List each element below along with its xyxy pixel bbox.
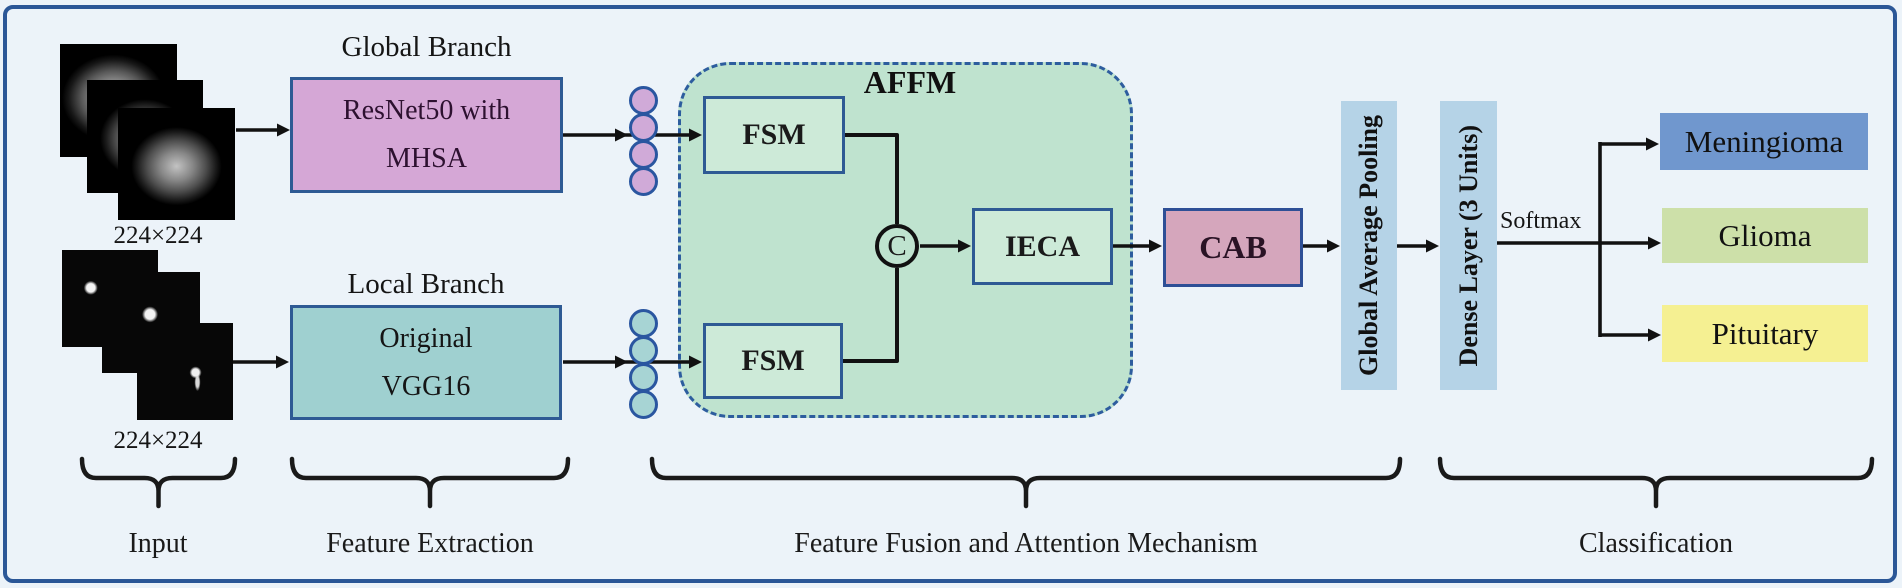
class-box-pituitary: Pituitary (1662, 305, 1868, 362)
resnet-box-line1: ResNet50 with (342, 95, 511, 126)
vgg-box-line2: VGG16 (381, 370, 471, 402)
global-input-size-label: 224×224 (113, 222, 203, 249)
arrowhead-features-to-fsm-top (689, 128, 702, 142)
mask-image-local-3 (137, 323, 233, 420)
mri-image-global-3 (118, 108, 235, 220)
arrowhead-to-glioma (1648, 236, 1661, 250)
softmax-label: Softmax (1500, 208, 1582, 234)
stage-label-input: Input (128, 528, 188, 559)
global-average-pooling-bar: Global Average Pooling (1341, 101, 1397, 390)
global-feature-circle-1 (629, 86, 658, 115)
arrowhead-ieca-to-cab (1149, 239, 1162, 253)
local-input-size-label: 224×224 (113, 427, 203, 454)
stage-label-classification: Classification (1579, 528, 1733, 559)
arrowhead-to-pituitary (1648, 328, 1661, 342)
class-box-glioma: Glioma (1662, 208, 1868, 263)
arrowhead-gap-to-dense (1426, 239, 1439, 253)
line-fsm-bottom-to-concat (843, 268, 899, 363)
class-box-meningioma: Meningioma (1660, 113, 1868, 170)
arrowhead-cab-to-gap (1327, 239, 1340, 253)
dense-layer-bar: Dense Layer (3 Units) (1440, 101, 1497, 390)
global-feature-circle-3 (629, 140, 658, 169)
resnet-mhsa-box: ResNet50 with MHSA (290, 77, 563, 193)
local-feature-circle-3 (629, 363, 658, 392)
affm-title: AFFM (863, 64, 957, 100)
brace-feature-extraction (289, 456, 571, 509)
stage-label-feature-fusion-attention: Feature Fusion and Attention Mechanism (794, 528, 1258, 559)
arrowhead-resnet-to-features (615, 128, 628, 142)
local-feature-circle-4 (629, 390, 658, 419)
line-fsm-top-to-concat (845, 133, 899, 224)
resnet-box-line2: MHSA (386, 143, 467, 174)
fsm-top-box: FSM (703, 96, 845, 174)
global-feature-circle-4 (629, 167, 658, 196)
vgg16-box: Original VGG16 (290, 305, 562, 420)
local-feature-circle-2 (629, 336, 658, 365)
global-feature-circle-2 (629, 113, 658, 142)
stage-label-feature-extraction: Feature Extraction (326, 528, 534, 559)
brace-input (79, 456, 238, 509)
cab-box: CAB (1163, 208, 1303, 287)
arrowhead-vgg-to-features (615, 355, 628, 369)
local-feature-circle-1 (629, 309, 658, 338)
brace-classification (1437, 456, 1875, 509)
brace-feature-fusion-attention (649, 456, 1403, 509)
arrowhead-concat-to-ieca (958, 239, 971, 253)
vgg-box-line1: Original (379, 322, 473, 354)
ieca-box: IECA (972, 208, 1113, 285)
arrowhead-to-meningioma (1646, 137, 1659, 151)
local-branch-title: Local Branch (347, 268, 505, 300)
arrowhead-local-input-to-vgg (276, 355, 289, 369)
arrowhead-features-to-fsm-bottom (689, 355, 702, 369)
arrowhead-global-input-to-resnet (277, 123, 290, 137)
global-branch-title: Global Branch (341, 31, 512, 63)
concatenation-node: C (875, 224, 919, 268)
fsm-bottom-box: FSM (703, 323, 843, 399)
